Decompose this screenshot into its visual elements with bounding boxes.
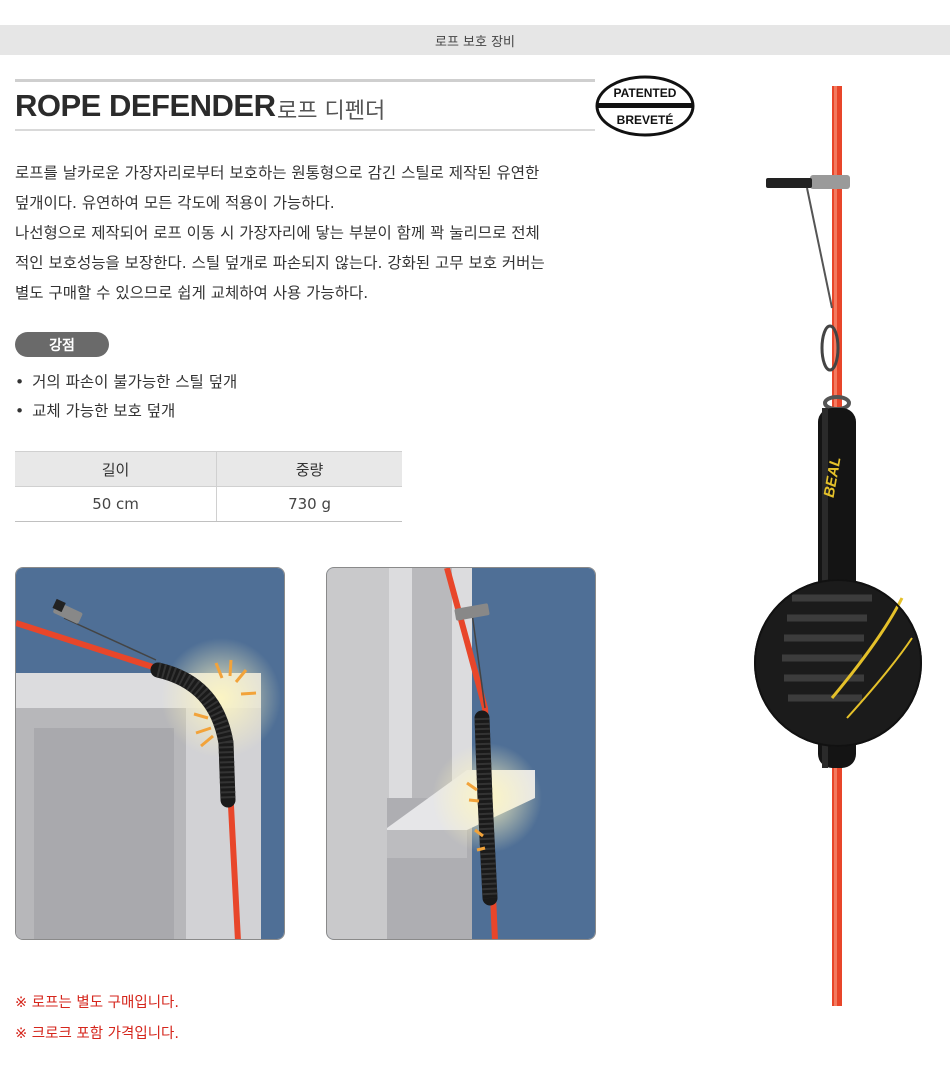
- note-line: ※ 크로크 포함 가격입니다.: [15, 1026, 179, 1042]
- strengths-list: 거의 파손이 불가능한 스틸 덮개 교체 가능한 보호 덮개: [15, 368, 237, 426]
- description-line: 적인 보호성능을 보장한다. 스틸 덮개로 파손되지 않는다. 강화된 고무 보…: [15, 254, 545, 272]
- purchase-notes: ※ 로프는 별도 구매입니다. ※ 크로크 포함 가격입니다.: [15, 988, 179, 1050]
- badge-top-text: PATENTED: [614, 86, 677, 100]
- description-line: 덮개이다. 유연하여 모든 각도에 적용이 가능하다.: [15, 194, 335, 212]
- patent-badge: PATENTED BREVETÉ: [595, 75, 695, 137]
- strengths-label: 강점: [15, 332, 109, 357]
- category-bar: 로프 보호 장비: [0, 25, 950, 55]
- note-line: ※ 로프는 별도 구매입니다.: [15, 995, 179, 1011]
- spec-header-weight: 중량: [216, 451, 402, 487]
- product-description: 로프를 날카로운 가장자리로부터 보호하는 원통형으로 감긴 스틸로 제작된 유…: [15, 158, 605, 308]
- product-title: ROPE DEFENDER: [15, 88, 276, 123]
- usage-illustration-edge: [326, 567, 596, 940]
- spec-value-length: 50 cm: [15, 486, 217, 522]
- title-rule-bottom: [15, 129, 595, 131]
- strength-item: 교체 가능한 보호 덮개: [15, 397, 237, 426]
- usage-illustration-ledge: [15, 567, 285, 940]
- rope-defender-photo: BEAL: [754, 86, 922, 1006]
- title-rule-top: [15, 79, 595, 82]
- svg-text:BEAL: BEAL: [821, 456, 845, 499]
- spec-table: 길이 중량 50 cm 730 g: [15, 451, 402, 522]
- description-line: 별도 구매할 수 있으므로 쉽게 교체하여 사용 가능하다.: [15, 284, 369, 302]
- badge-bottom-text: BREVETÉ: [617, 112, 674, 127]
- spark-icon: [193, 659, 257, 748]
- spec-header-length: 길이: [15, 451, 217, 487]
- product-subtitle: 로프 디펜더: [277, 99, 386, 124]
- description-line: 로프를 날카로운 가장자리로부터 보호하는 원통형으로 감긴 스틸로 제작된 유…: [15, 164, 540, 182]
- strength-item: 거의 파손이 불가능한 스틸 덮개: [15, 368, 237, 397]
- spec-value-weight: 730 g: [216, 486, 402, 522]
- description-line: 나선형으로 제작되어 로프 이동 시 가장자리에 닿는 부분이 함께 꽉 눌리므…: [15, 224, 540, 242]
- category-label: 로프 보호 장비: [434, 34, 516, 50]
